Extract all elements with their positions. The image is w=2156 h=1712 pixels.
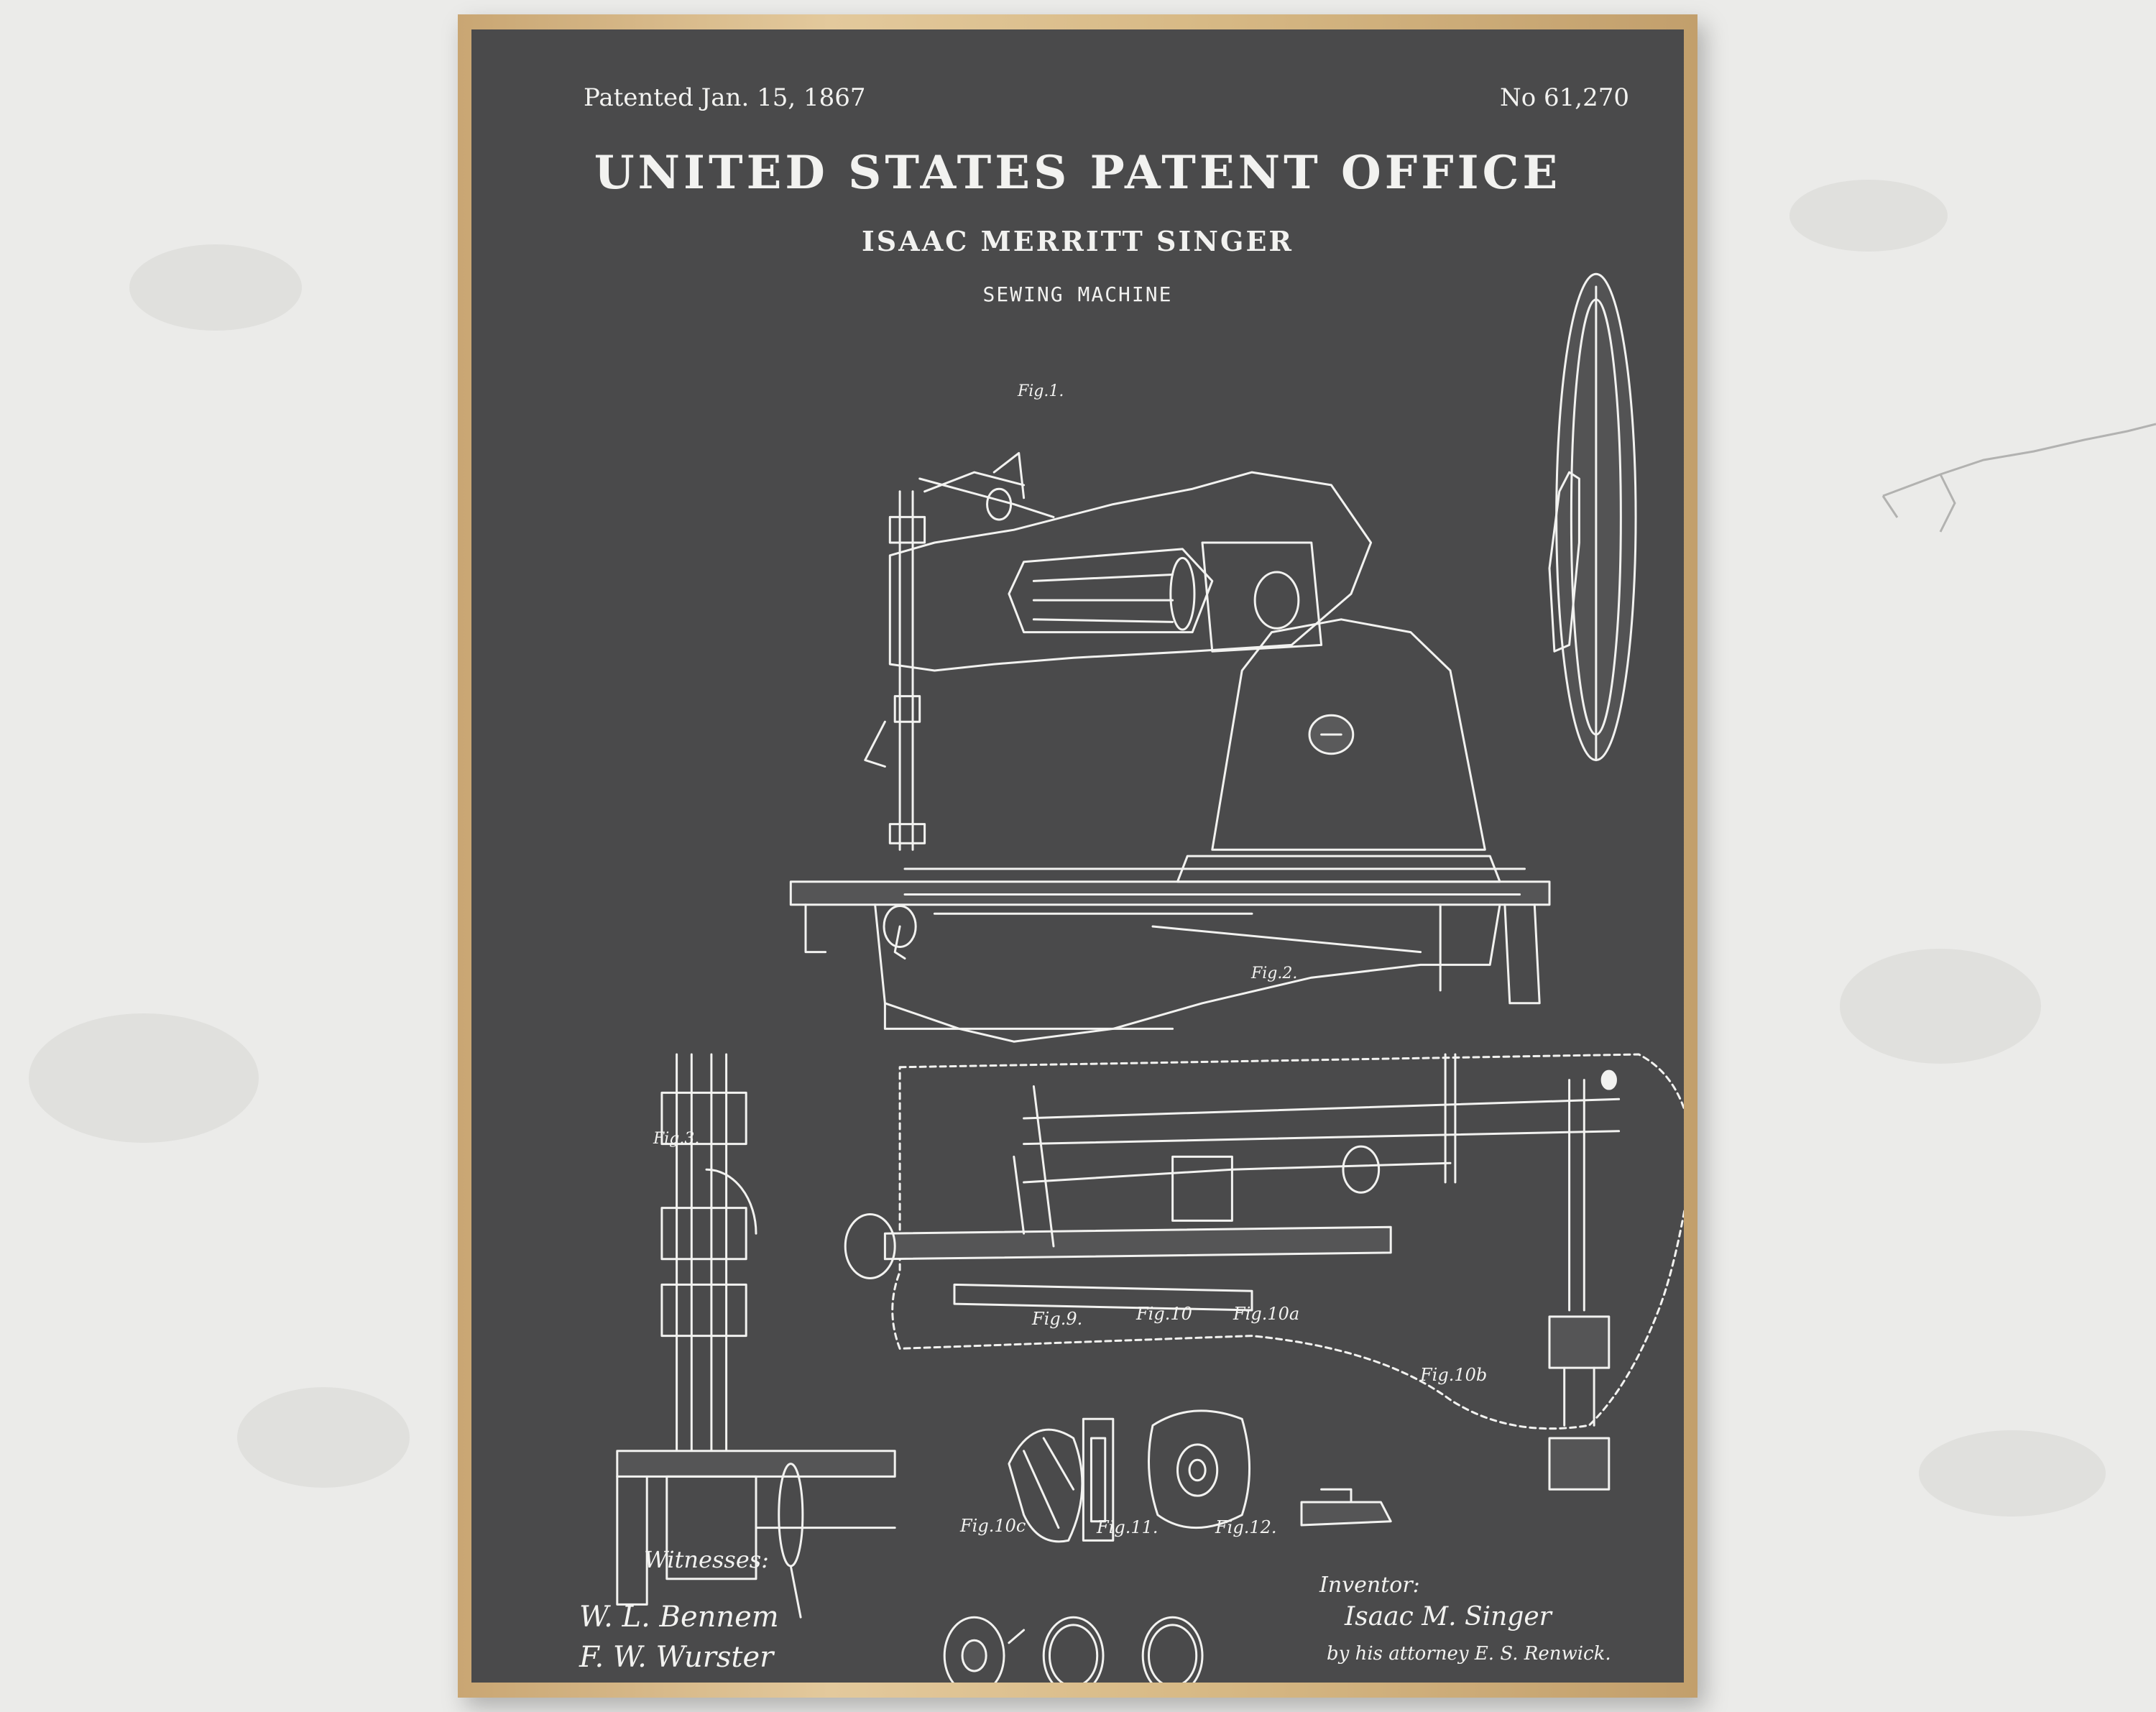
fig-10b-drawing	[1302, 1489, 1391, 1525]
fig-10c-label: Fig.10c	[959, 1516, 1026, 1536]
fig-10b-label: Fig.10b	[1419, 1365, 1487, 1385]
fig-10a-label: Fig.10a	[1233, 1304, 1299, 1324]
invention-title: SEWING MACHINE	[982, 282, 1173, 306]
inventor-name: ISAAC MERRITT SINGER	[862, 225, 1294, 257]
fig-9-drawing	[1009, 1430, 1082, 1542]
fig-10a-drawing	[1148, 1411, 1249, 1528]
machine-plan-view	[845, 1054, 1684, 1489]
figure-labels: Fig.1. Fig.2. Fig.3. Fig.9. Fig.10 Fig.1…	[579, 382, 1611, 1674]
patent-number: No 61,270	[1500, 83, 1629, 112]
fig-11-label: Fig.11.	[1096, 1517, 1158, 1537]
fig-3-label: Fig.3.	[653, 1130, 699, 1148]
wooden-frame: Patented Jan. 15, 1867 No 61,270 UNITED …	[458, 14, 1697, 1698]
fig-11-drawing	[1044, 1617, 1103, 1683]
machine-front-view	[617, 1054, 895, 1617]
fig-10-drawing	[1083, 1419, 1112, 1540]
patent-poster: Patented Jan. 15, 1867 No 61,270 UNITED …	[471, 29, 1684, 1683]
fig-12-drawing	[1143, 1617, 1202, 1683]
fig-1-label: Fig.1.	[1017, 382, 1064, 400]
witnesses-label: Witnesses:	[644, 1546, 769, 1573]
patent-office-title: UNITED STATES PATENT OFFICE	[594, 146, 1562, 200]
attorney-signature: by his attorney E. S. Renwick.	[1327, 1643, 1611, 1665]
witness-signature-1: W. L. Bennem	[579, 1601, 779, 1634]
sewing-machine-side-view	[791, 274, 1636, 1041]
patent-drawing	[471, 29, 1684, 1683]
fig-9-label: Fig.9.	[1031, 1309, 1082, 1329]
patent-date: Patented Jan. 15, 1867	[584, 83, 866, 112]
fig-12-label: Fig.12.	[1215, 1517, 1277, 1537]
fig-10-label: Fig.10	[1135, 1304, 1192, 1324]
fig-2-label: Fig.2.	[1250, 965, 1297, 982]
witness-signature-2: F. W. Wurster	[579, 1641, 775, 1674]
inventor-signature: Isaac M. Singer	[1344, 1602, 1553, 1632]
fig-10c-drawing	[944, 1617, 1023, 1683]
inventor-label: Inventor:	[1319, 1573, 1420, 1598]
